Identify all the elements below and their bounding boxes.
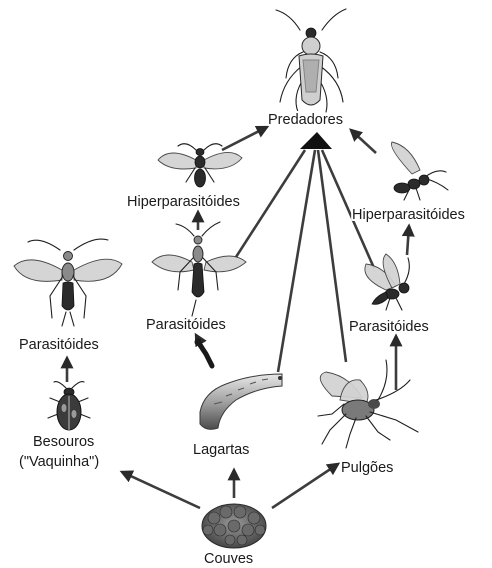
arrow-parasit-right-to-hiper-right: [407, 226, 409, 255]
parasit-far-left-wasp-illustration: [14, 239, 122, 326]
arrow-hiper-right-to-predadores: [351, 130, 376, 153]
hiper-right-wasp-illustration: [391, 142, 448, 200]
label-hiper-right: Hiperparasitóides: [352, 207, 465, 223]
label-lagartas: Lagartas: [193, 442, 249, 458]
arrow-couves-to-pulgoes: [272, 464, 338, 508]
arrow-pulgoes-to-predadores: [318, 150, 346, 362]
hiper-left-wasp-illustration: [158, 144, 242, 187]
label-predadores: Predadores: [268, 112, 343, 128]
cabbage-illustration: [202, 504, 266, 548]
aphid-illustration: [318, 360, 418, 448]
caterpillar-illustration: [200, 374, 282, 429]
label-hiper-left: Hiperparasitóides: [127, 194, 240, 210]
beetle-illustration: [48, 382, 90, 430]
label-besouros-line1: Besouros: [33, 434, 94, 450]
label-parasit-mid: Parasitóides: [146, 317, 226, 333]
node-labels: Predadores Hiperparasitóides Hiperparasi…: [19, 112, 465, 567]
label-parasit-far-left: Parasitóides: [19, 337, 99, 353]
arrow-hiper-left-to-predadores: [222, 127, 267, 150]
label-parasit-right: Parasitóides: [349, 319, 429, 335]
parasit-mid-wasp-illustration: [152, 222, 246, 316]
predator-bug-illustration: [276, 9, 346, 112]
parasitized-larva-illustration: [195, 339, 213, 367]
predadores-arrowhead: [300, 132, 332, 149]
arrow-parasit-mid-to-predadores: [236, 150, 305, 257]
arrow-couves-to-besouros: [122, 472, 200, 508]
label-besouros-line2: ("Vaquinha"): [19, 454, 99, 470]
label-couves: Couves: [204, 551, 253, 567]
label-pulgoes: Pulgões: [341, 460, 393, 476]
